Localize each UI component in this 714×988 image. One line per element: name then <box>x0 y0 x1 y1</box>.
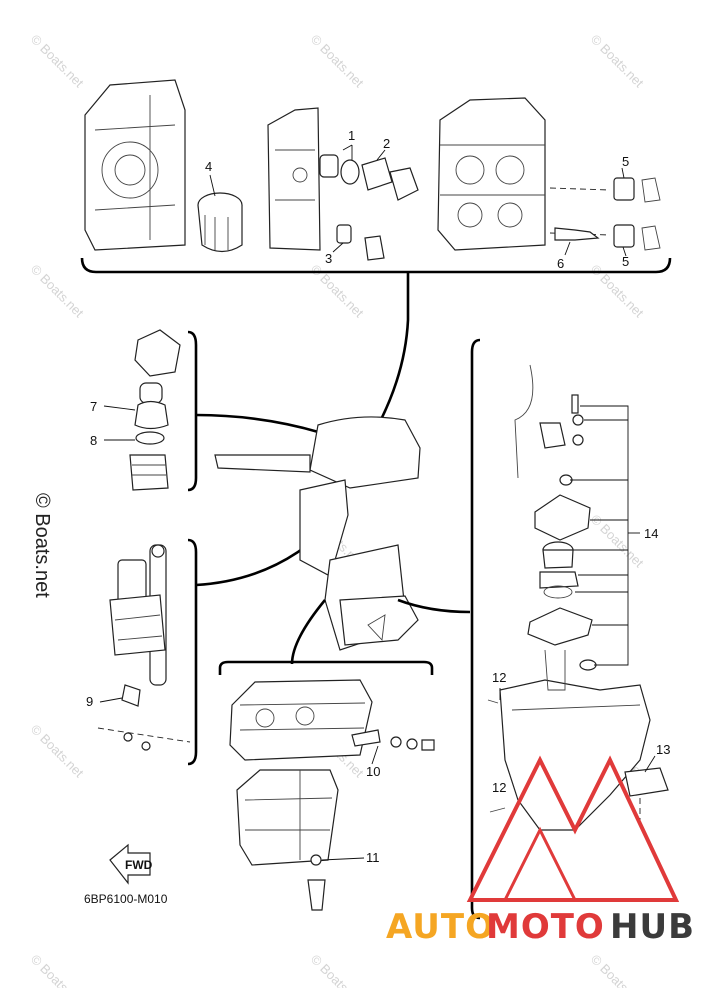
top-group <box>80 79 672 441</box>
watermark: © Boats.net <box>308 262 367 321</box>
callout-12b: 12 <box>492 780 506 795</box>
callout-4: 4 <box>205 159 212 174</box>
callout-6: 6 <box>557 256 564 271</box>
watermark-side: © Boats.net <box>31 493 53 598</box>
watermark: © Boats.net <box>308 952 367 988</box>
watermark: © Boats.net <box>28 722 87 781</box>
callout-5b: 5 <box>622 254 629 269</box>
water-pump-group <box>470 338 669 920</box>
outboard-motor <box>214 416 471 665</box>
watermark: © Boats.net <box>28 32 87 91</box>
logo-triangle <box>466 755 680 902</box>
watermark: © Boats.net <box>588 32 647 91</box>
watermark: © Boats.net <box>308 32 367 91</box>
fwd-label: FWD <box>125 858 153 872</box>
callout-11: 11 <box>366 850 380 865</box>
callout-9: 9 <box>86 694 93 709</box>
oil-filter <box>197 174 243 253</box>
cylinder-head-right <box>437 97 546 251</box>
tilt-group <box>97 519 336 766</box>
brand-name-auto: AUTO <box>386 907 495 947</box>
cylinder-head-middle <box>267 107 321 251</box>
callout-10: 10 <box>366 764 380 779</box>
watermark: © Boats.net <box>588 952 647 988</box>
callouts: 1 2 3 4 5 5 6 7 8 9 10 11 12 12 13 14 <box>86 128 670 865</box>
watermark: © Boats.net <box>28 952 87 988</box>
callout-5a: 5 <box>622 154 629 169</box>
callout-13: 13 <box>656 742 670 757</box>
callout-3: 3 <box>325 251 332 266</box>
callout-12a: 12 <box>492 670 506 685</box>
fwd-arrow: FWD <box>109 843 153 885</box>
watermark: © Boats.net <box>28 262 87 321</box>
top-bracket <box>80 257 672 274</box>
cylinder-block-left <box>84 79 186 251</box>
callout-14: 14 <box>644 526 658 541</box>
anode-group <box>549 167 661 257</box>
top-stem <box>368 272 410 441</box>
thermostat-group <box>319 144 419 261</box>
callout-2: 2 <box>383 136 390 151</box>
brand-logo: AUTO MOTO HUB <box>386 755 695 947</box>
brand-name-hub: HUB <box>610 907 695 947</box>
callout-8: 8 <box>90 433 97 448</box>
spark-plug <box>554 227 600 256</box>
oil-pan-group <box>218 660 435 911</box>
watermark: © Boats.net <box>588 262 647 321</box>
callout-7: 7 <box>90 399 97 414</box>
brand-name-moto: MOTO <box>486 907 605 947</box>
callout-1: 1 <box>348 128 355 143</box>
drawing-code: 6BP6100-M010 <box>84 892 168 906</box>
